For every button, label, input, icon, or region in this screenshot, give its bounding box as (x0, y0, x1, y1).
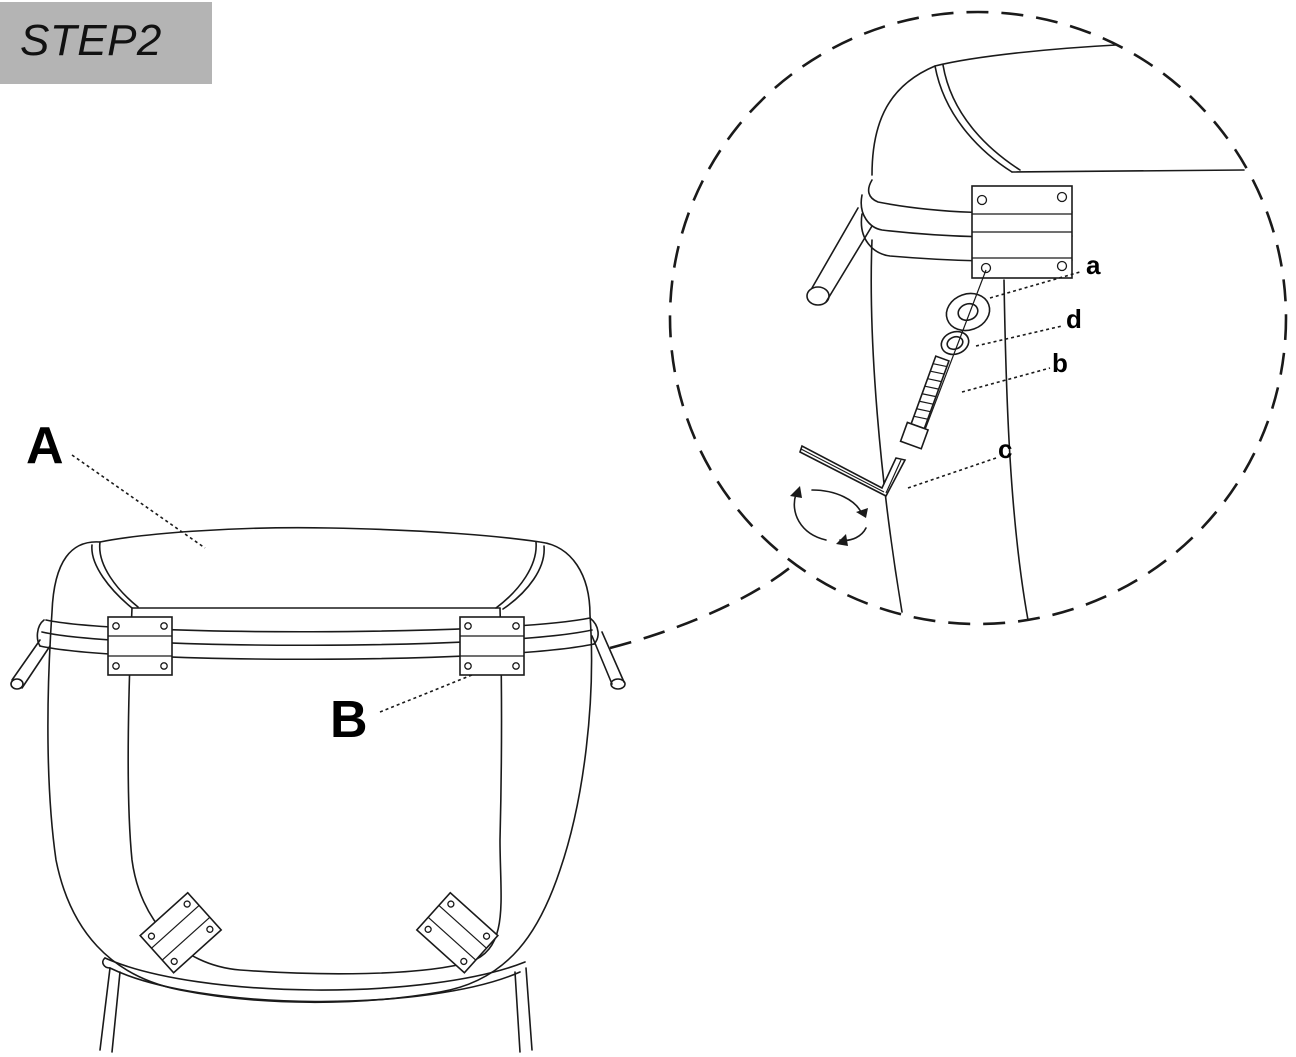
washer-d (940, 330, 970, 356)
chair-seat-A (47, 526, 593, 1004)
detail-chair-corner (806, 44, 1245, 621)
label-d: d (1066, 304, 1082, 334)
bolt-b (899, 355, 950, 450)
label-b: b (1052, 348, 1068, 378)
step-title: STEP2 (20, 16, 162, 65)
washer-a (945, 292, 991, 332)
bracket-bottom-left (139, 891, 223, 974)
allen-key-c (790, 444, 907, 546)
leader-a (989, 271, 1081, 299)
leader-c (907, 457, 997, 489)
label-c: c (998, 434, 1013, 464)
detail-callout (609, 10, 1288, 650)
label-A: A (26, 417, 64, 475)
label-a: a (1086, 250, 1101, 280)
label-B: B (330, 691, 368, 749)
step-header: STEP2 (0, 2, 212, 84)
bracket-B-right (459, 616, 525, 676)
metal-frame (10, 617, 626, 1053)
bracket-B-left (107, 616, 173, 676)
leader-A (71, 454, 206, 549)
leader-d (975, 325, 1063, 347)
leader-B (379, 674, 473, 713)
bracket-bottom-right (415, 891, 499, 974)
